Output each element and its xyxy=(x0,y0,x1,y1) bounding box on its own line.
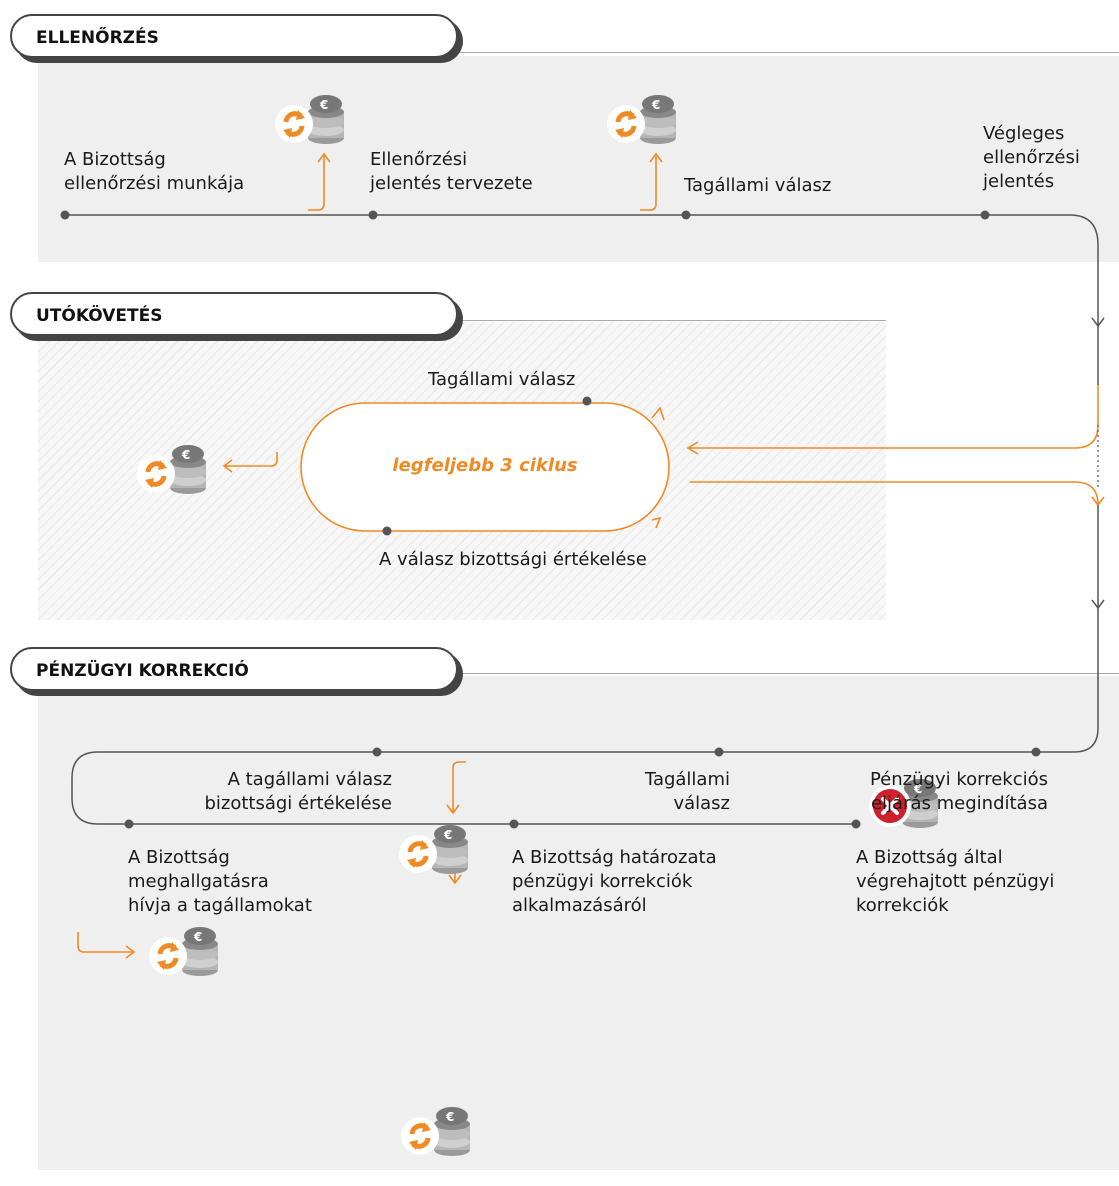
step-dot xyxy=(1031,747,1041,757)
section-tab-ellenorzes: ELLENŐRZÉS xyxy=(10,14,458,58)
section-title: ELLENŐRZÉS xyxy=(36,28,159,48)
step-dot xyxy=(851,819,861,829)
refresh-coins-icon: € xyxy=(607,95,676,144)
step-dot xyxy=(372,747,382,757)
section-tab-utokovetes: UTÓKÖVETÉS xyxy=(10,292,458,336)
step-dot xyxy=(382,526,392,536)
cycle-top-label: Tagállami válasz xyxy=(428,369,576,390)
ellenorzes-band xyxy=(38,56,1119,262)
step-dot xyxy=(509,819,519,829)
x-coins-icon: € xyxy=(869,779,938,828)
step-dot xyxy=(681,210,691,220)
svg-text:€: € xyxy=(443,828,452,842)
refresh-coins-icon: € xyxy=(137,445,206,494)
svg-text:€: € xyxy=(913,782,922,796)
ellenorzes-flow-line xyxy=(65,214,1099,385)
penzugyi-band xyxy=(38,676,1119,1170)
step-dot xyxy=(714,747,724,757)
step-dot xyxy=(582,396,592,406)
cycle-bottom-label: A válasz bizottsági értékelése xyxy=(379,549,647,570)
step-dot xyxy=(980,210,990,220)
orange-arrow xyxy=(224,452,278,467)
svg-text:€: € xyxy=(181,448,190,462)
refresh-coins-icon: € xyxy=(149,927,218,976)
orange-arrow xyxy=(308,156,325,211)
svg-text:€: € xyxy=(319,98,328,112)
section-title: PÉNZÜGYI KORREKCIÓ xyxy=(36,661,249,681)
cycle-loop xyxy=(300,402,670,532)
down-arrow xyxy=(1091,317,1105,328)
svg-text:€: € xyxy=(193,930,202,944)
penzugyi-header-line xyxy=(460,673,1119,674)
refresh-coins-icon: € xyxy=(401,1107,470,1156)
step-dot xyxy=(60,210,70,220)
step-dot xyxy=(368,210,378,220)
ellenorzes-header-line xyxy=(460,52,1119,53)
cycle-label: legfeljebb 3 ciklus xyxy=(392,455,578,476)
penzugyi-flow-line xyxy=(71,505,1099,825)
section-title: UTÓKÖVETÉS xyxy=(36,306,163,326)
svg-text:€: € xyxy=(651,98,660,112)
refresh-coins-icon: € xyxy=(399,825,468,874)
svg-text:€: € xyxy=(445,1110,454,1124)
refresh-coins-icon: € xyxy=(275,95,344,144)
cycle-input-line xyxy=(690,385,1099,449)
section-tab-penzugyi: PÉNZÜGYI KORREKCIÓ xyxy=(10,647,458,691)
down-arrow xyxy=(1091,599,1105,610)
utokovetes-header-line xyxy=(460,320,886,321)
orange-arrow xyxy=(452,761,466,812)
cycle-output-line xyxy=(690,481,1099,506)
step-dot xyxy=(124,819,134,829)
orange-arrow xyxy=(640,156,657,211)
step-label: Tagállami válasz xyxy=(684,175,832,196)
orange-arrow xyxy=(77,932,134,953)
